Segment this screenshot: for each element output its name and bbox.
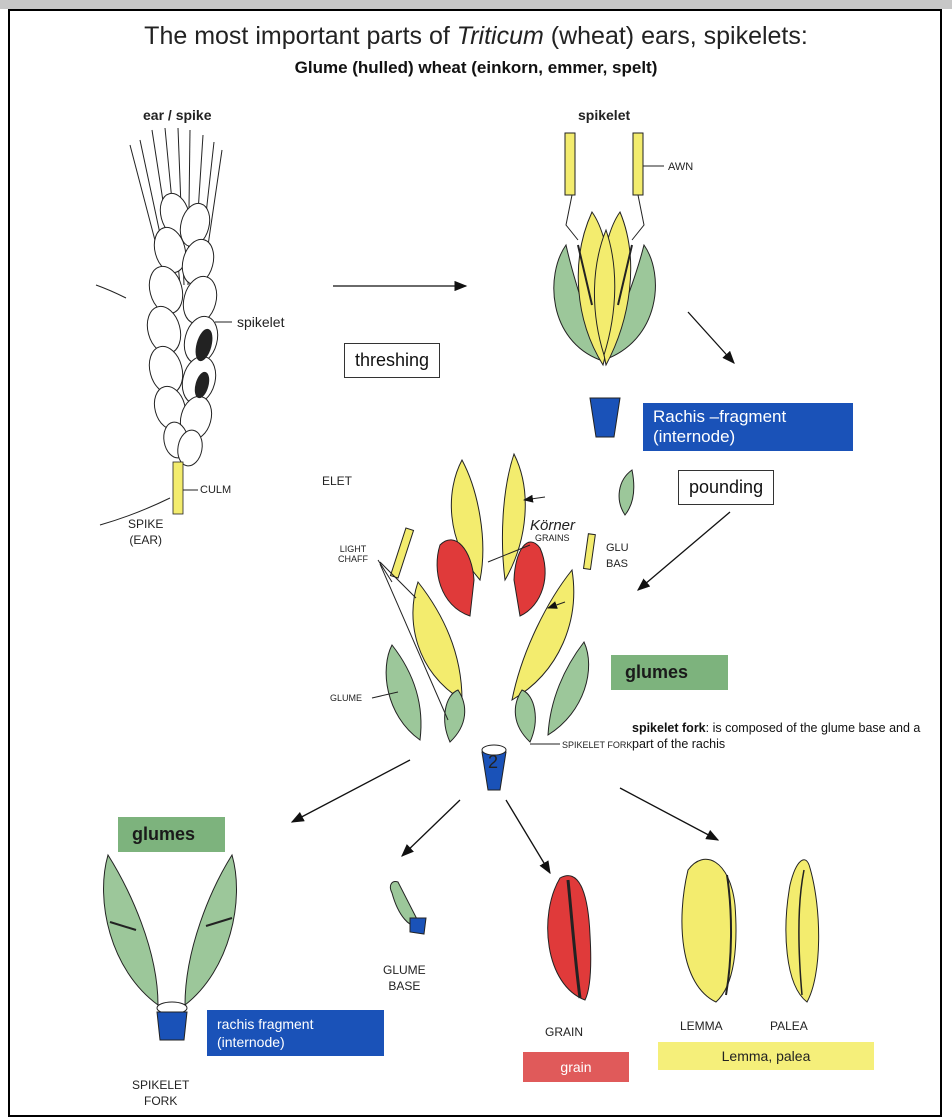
label-awn: AWN <box>668 159 693 175</box>
label-glume-base-partial: GLU BAS <box>606 540 629 572</box>
glumes-box-left: glumes <box>118 817 225 852</box>
label-grains: GRAINS <box>535 533 570 543</box>
lemma-palea-box: Lemma, palea <box>658 1042 874 1070</box>
palea-drawing <box>786 860 819 1002</box>
label-lemma: LEMMA <box>680 1018 723 1034</box>
label-glume: GLUME <box>330 693 362 703</box>
label-elet: ELET <box>322 473 352 489</box>
label-spikelet-fork-small: SPIKELET FORK <box>562 740 632 750</box>
label-ear-spike: ear / spike <box>143 107 212 123</box>
label-koerner: Körner <box>530 517 575 534</box>
arrow-pounding <box>638 512 730 590</box>
rachis-fragment-box: Rachis –fragment (internode) <box>643 403 853 451</box>
label-spikelet-top: spikelet <box>578 107 630 123</box>
result-arrows <box>292 760 718 873</box>
spikelet-drawing <box>554 133 664 437</box>
label-figure-number: 2 <box>488 752 498 773</box>
label-palea: PALEA <box>770 1018 808 1034</box>
label-spikelet-fork: SPIKELET FORK <box>132 1077 189 1109</box>
glumes-box-right: glumes <box>611 655 728 690</box>
wheat-ear-drawing <box>96 128 232 525</box>
lemma-drawing <box>682 859 736 1002</box>
grain-drawing <box>548 876 591 1000</box>
pounding-box: pounding <box>678 470 774 505</box>
spikelet-fork-note: spikelet fork: is composed of the glume … <box>632 720 932 752</box>
arrow-spikelet-down <box>688 312 734 363</box>
threshing-box: threshing <box>344 343 440 378</box>
glume-base-drawing <box>390 882 426 934</box>
label-light-chaff: LIGHT CHAFF <box>338 544 368 564</box>
grain-box: grain <box>523 1052 629 1082</box>
label-glume-base: GLUME BASE <box>383 962 426 994</box>
label-grain: GRAIN <box>545 1024 583 1040</box>
culm-stem <box>173 462 183 514</box>
label-spikelet-pointer: spikelet <box>237 314 284 330</box>
rachis-fragment-small-box: rachis fragment (internode) <box>207 1010 384 1056</box>
label-culm: CULM <box>200 482 231 498</box>
label-spike-ear: SPIKE (EAR) <box>128 516 163 548</box>
